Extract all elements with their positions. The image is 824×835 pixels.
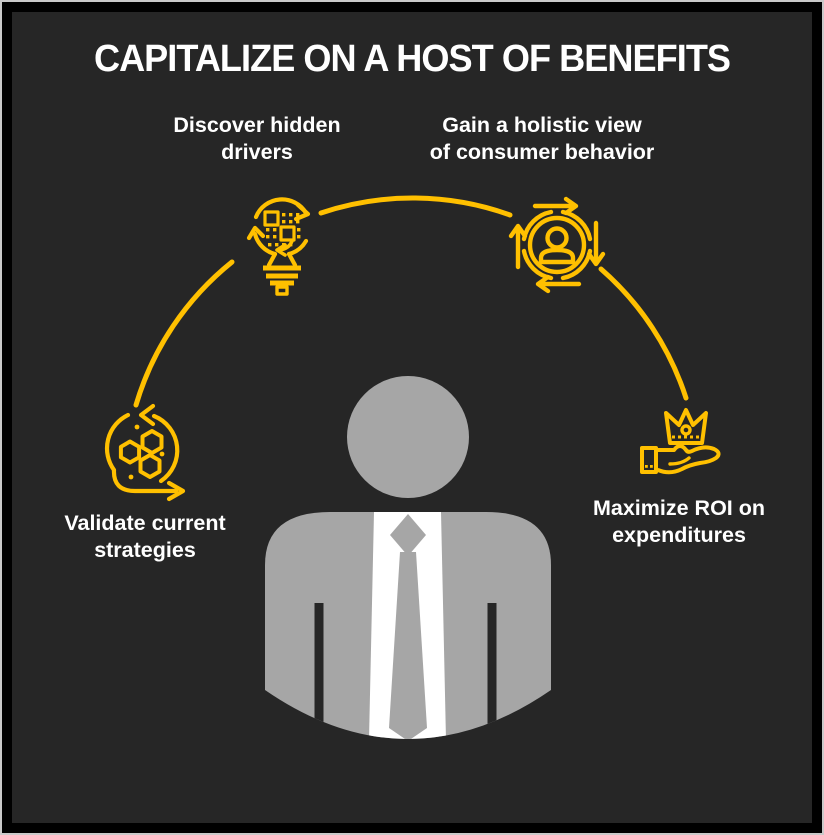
qr-dots (266, 213, 301, 247)
page-title: CAPITALIZE ON A HOST OF BENEFITS (93, 38, 731, 80)
benefit-line: Discover hidden (173, 113, 341, 137)
benefit-line: expenditures (612, 523, 746, 547)
benefit-label-maximize: Maximize ROI on expenditures (593, 495, 765, 549)
person-tie (389, 552, 427, 739)
sprint-hexagons-icon (104, 403, 186, 502)
arc-segment-top (318, 195, 513, 218)
lightbulb-qr-icon (246, 197, 311, 296)
hand-outline (654, 444, 721, 475)
crown-on-hand-icon (640, 408, 721, 475)
crown-outline (664, 408, 708, 445)
person-glyph-head (545, 226, 569, 250)
benefit-line: Gain a holistic view (442, 113, 642, 137)
benefit-line: drivers (221, 140, 293, 164)
person-glyph-body (538, 247, 576, 265)
benefit-label-holistic: Gain a holistic view of consumer behavio… (430, 112, 655, 166)
person-tie-knot (390, 514, 426, 556)
person-360-arrows-icon (508, 196, 606, 294)
benefit-line: Validate current (64, 511, 226, 535)
benefit-line: of consumer behavior (429, 140, 655, 164)
person-head (347, 376, 469, 498)
benefit-line: strategies (94, 538, 196, 562)
infographic-art (104, 195, 721, 739)
arc-segment-left (133, 259, 235, 408)
palm-crease (668, 456, 691, 466)
hand-cuff (640, 446, 658, 474)
benefit-label-discover: Discover hidden drivers (173, 112, 340, 166)
person-silhouette (265, 376, 551, 739)
arc-segment-right (598, 266, 689, 401)
connection-arc (133, 195, 689, 408)
crown-band-dots (672, 435, 699, 439)
benefit-label-validate: Validate current strategies (64, 510, 225, 564)
benefit-line: Maximize ROI on (592, 496, 766, 520)
infographic-canvas: CAPITALIZE ON A HOST OF BENEFITS Discove… (12, 12, 812, 823)
